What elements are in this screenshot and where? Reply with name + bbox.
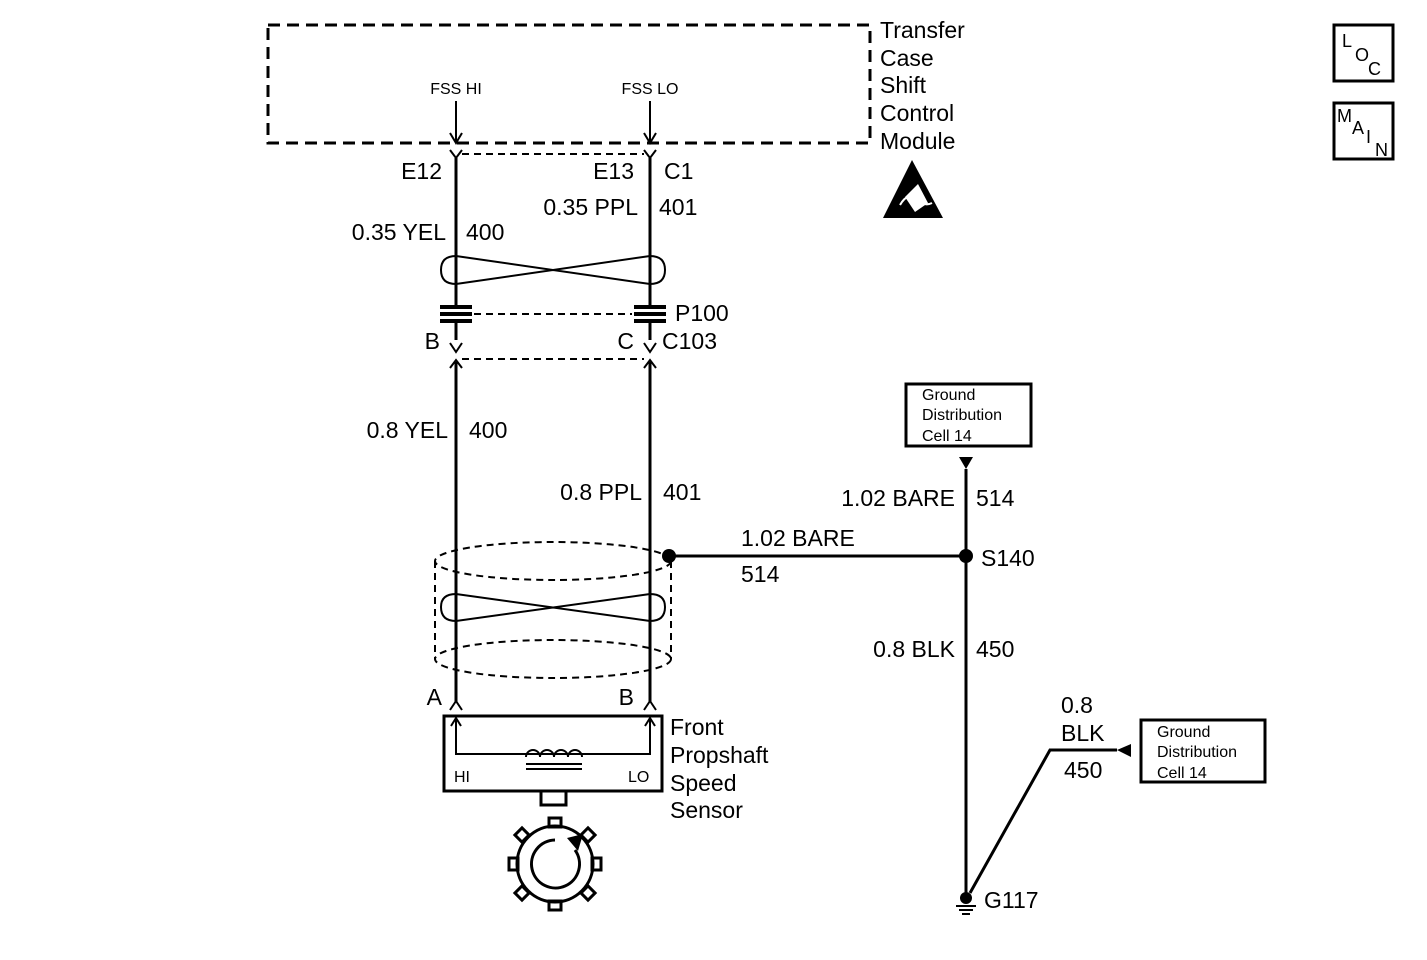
module-name-line-5: Module [880,128,955,154]
ground-g117-label: G117 [984,887,1039,913]
loc-icon: L O C [1332,23,1395,83]
shielded-cable [434,541,676,679]
ground-ref-top-wire-circuit: 514 [976,485,1015,511]
module-name-line-1: Transfer [880,17,965,43]
sensor-label-lo: LO [628,769,649,786]
connector-c103: B C C103 [425,328,717,369]
sensor-pin-b: B [619,684,634,710]
drain-wire-circuit: 514 [741,561,780,587]
sensor-label-hi: HI [454,769,470,786]
ground-ref-side-wire-color: BLK [1061,720,1105,746]
coil-icon [525,749,583,770]
reluctor-wheel-icon [507,816,603,912]
svg-text:I: I [1366,127,1371,147]
ground-icon [956,892,976,915]
connector-c1-label: C1 [664,158,693,184]
control-module-box [266,23,872,145]
connector-c103-label: C103 [662,328,717,354]
c103-pin-c: C [617,328,634,354]
sensor-name-line-4: Sensor [670,797,743,823]
sensor-name-line-2: Propshaft [670,742,769,768]
sensor-name-line-3: Speed [670,770,737,796]
svg-text:Cell 14: Cell 14 [922,428,972,445]
sensor-connector: A B [427,684,657,711]
module-name-line-2: Case [880,45,934,71]
control-module: Transfer Case Shift Control Module FSS H… [266,17,965,154]
module-name-line-4: Control [880,100,954,126]
svg-text:Cell 14: Cell 14 [1157,765,1207,782]
wire-lo-upper-gauge: 0.35 PPL [543,194,638,220]
svg-text:Ground: Ground [922,387,975,404]
svg-text:N: N [1375,140,1388,160]
wire-hi-lower-circuit: 400 [469,417,507,443]
ground-distribution-ref-top[interactable]: Ground Distribution Cell 14 [904,382,1033,448]
ground-wire-gauge: 0.8 BLK [873,636,955,662]
ground-ref-arrow-side [1117,744,1131,757]
svg-text:Distribution: Distribution [1157,744,1237,761]
svg-text:Ground: Ground [1157,724,1210,741]
sensor-name-line-1: Front [670,714,724,740]
wire-lo-lower-circuit: 401 [663,479,701,505]
pin-label-fss-lo: FSS LO [622,81,679,98]
pass-through-label: P100 [675,300,729,326]
module-name-line-3: Shift [880,72,927,98]
ground-ref-arrow-top [959,457,973,469]
ground-ref-side-wire-gauge: 0.8 [1061,692,1093,718]
ground-wire-circuit: 450 [976,636,1014,662]
svg-text:O: O [1355,45,1369,65]
connector-c1: E12 E13 C1 [401,149,693,184]
ground-ref-top-wire-gauge: 1.02 BARE [841,485,955,511]
terminal-e12: E12 [401,158,442,184]
terminal-e13: E13 [593,158,634,184]
svg-text:L: L [1342,31,1352,51]
svg-text:M: M [1337,106,1352,126]
svg-text:Distribution: Distribution [922,407,1002,424]
ground-distribution-ref-side[interactable]: Ground Distribution Cell 14 [1139,718,1267,784]
esd-warning-icon [883,160,943,218]
pass-through-p100: P100 [440,300,729,326]
splice-s140-label: S140 [981,545,1035,571]
pin-label-fss-hi: FSS HI [430,81,482,98]
wire-lo-lower-gauge: 0.8 PPL [560,479,642,505]
drain-wire-gauge: 1.02 BARE [741,525,855,551]
wire-hi-lower-gauge: 0.8 YEL [367,417,449,443]
c103-pin-b: B [425,328,440,354]
wire-hi-upper-gauge: 0.35 YEL [352,219,446,245]
ground-ref-side-wire-circuit: 450 [1064,757,1102,783]
svg-text:C: C [1368,59,1381,79]
sensor-pin-a: A [427,684,443,710]
svg-text:A: A [1352,118,1364,138]
wire-hi-upper-circuit: 400 [466,219,504,245]
main-icon: M A I N [1332,101,1395,161]
twisted-pair-icon [439,254,667,286]
wire-lo-upper-circuit: 401 [659,194,697,220]
speed-sensor: HI LO [442,714,664,807]
